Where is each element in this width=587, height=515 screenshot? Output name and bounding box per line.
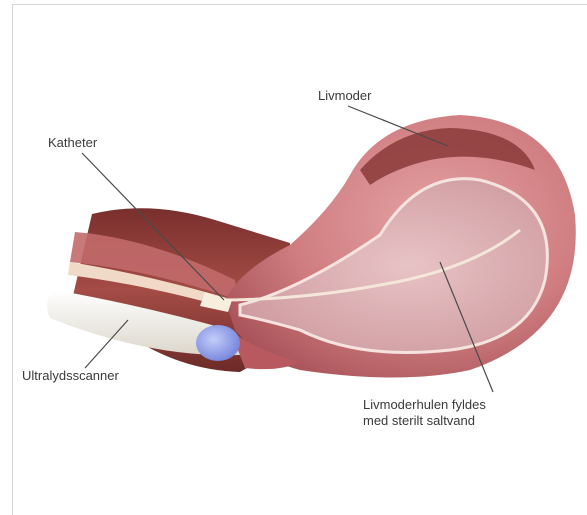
- label-katheter: Katheter: [48, 135, 97, 151]
- label-livmoder: Livmoder: [318, 88, 371, 104]
- label-cavity-line1: Livmoderhulen fyldes: [363, 397, 486, 413]
- label-ultralydsscanner: Ultralydsscanner: [22, 368, 119, 384]
- label-cavity: Livmoderhulen fyldes med sterilt saltvan…: [363, 397, 486, 429]
- label-cavity-line2: med sterilt saltvand: [363, 413, 486, 429]
